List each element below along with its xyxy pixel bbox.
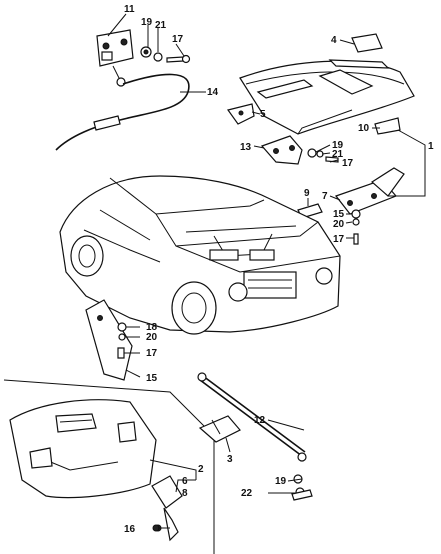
divider-line: [3, 379, 215, 437]
callout-17: 17: [342, 158, 354, 169]
hood-hinge-bracket: [226, 103, 255, 125]
leader-lines: [107, 13, 426, 529]
callout-19: 19: [141, 17, 153, 28]
callout-20: 20: [146, 332, 158, 343]
callout-20: 20: [333, 219, 345, 230]
callout-19: 19: [275, 476, 287, 487]
callout-5: 5: [260, 109, 266, 120]
callout-6: 6: [182, 476, 188, 487]
car-body: [59, 175, 341, 335]
callout-22: 22: [241, 488, 253, 499]
callout-9: 9: [304, 188, 310, 199]
hood-panel: [239, 59, 415, 135]
release-cable: [55, 73, 190, 151]
hood-emblem-bracket: [351, 33, 383, 53]
callout-3: 3: [227, 454, 233, 465]
hood-stay-mount: [374, 117, 401, 135]
support-rod-holder: [198, 415, 241, 443]
callout-10: 10: [358, 123, 370, 134]
rod-grommet: [291, 474, 313, 501]
hood-hinge: [260, 135, 339, 165]
hood-support-rod: [197, 372, 307, 462]
hood-panel-lower: [9, 399, 157, 499]
callout-21: 21: [155, 20, 167, 31]
callout-21: 21: [332, 149, 344, 160]
callout-12: 12: [254, 415, 266, 426]
hood-latch-assembly: [96, 29, 191, 87]
callout-17: 17: [146, 348, 158, 359]
callout-2: 2: [198, 464, 204, 475]
callout-8: 8: [182, 488, 188, 499]
callout-4: 4: [331, 35, 337, 46]
callout-17: 17: [333, 234, 345, 245]
callout-13: 13: [240, 142, 252, 153]
callout-1: 1: [428, 141, 434, 152]
callout-7: 7: [322, 191, 328, 202]
side-stay-bracket: [85, 299, 133, 381]
callout-15: 15: [333, 209, 345, 220]
callout-16: 16: [124, 524, 136, 535]
callout-18: 18: [146, 322, 158, 333]
callout-19: 19: [332, 140, 344, 151]
hood-lock: [335, 167, 405, 245]
callout-11: 11: [124, 4, 135, 15]
callout-14: 14: [207, 87, 219, 98]
callout-15: 15: [146, 373, 158, 384]
callout-17: 17: [172, 34, 184, 45]
